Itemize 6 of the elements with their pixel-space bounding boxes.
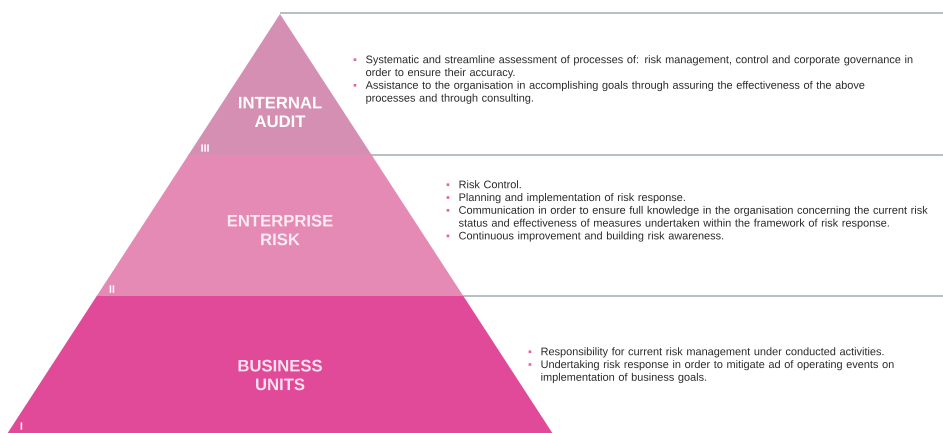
bullet-item: Continuous improvement and building risk awareness. (446, 231, 724, 242)
bullet-item: Risk Control. (446, 180, 521, 188)
bullet-item: Communication in order to ensure full knowledge in the organisation concerning the current risk status and effectiveness of measures undertaken within the framework of risk response. (446, 206, 928, 229)
bullet-item: Planning and implementation of risk response. (446, 193, 685, 204)
bullet-item: Undertaking risk response in order to mitigate ad of operating events on implementation of business goals. (528, 360, 894, 384)
bullet-item: Responsibility for current risk management under conducted activities. (528, 347, 884, 358)
